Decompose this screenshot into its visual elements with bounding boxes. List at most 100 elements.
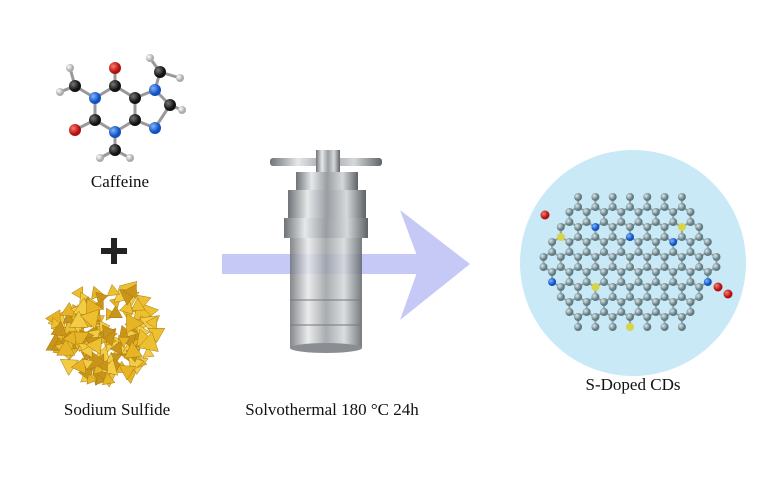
atom [56, 88, 64, 96]
atom [660, 203, 669, 211]
atom [686, 278, 695, 286]
atom [591, 323, 600, 331]
atom [677, 203, 686, 211]
atom [129, 92, 141, 104]
atom [565, 208, 574, 216]
atom [617, 218, 626, 226]
atom [608, 193, 617, 201]
atom [608, 223, 617, 231]
sodium-sulfide-crystals [45, 281, 166, 388]
atom [626, 253, 634, 261]
atom [582, 268, 591, 276]
atom [574, 263, 583, 271]
atom [582, 298, 591, 306]
atom [712, 253, 721, 261]
atom [643, 223, 652, 231]
atom [643, 193, 652, 201]
atom [69, 124, 81, 136]
atom [626, 283, 634, 291]
atom [669, 298, 678, 306]
atom [643, 323, 652, 331]
caffeine-molecule [56, 54, 186, 162]
atom [669, 308, 678, 316]
atom [574, 193, 583, 201]
atom [660, 193, 669, 201]
atom [651, 218, 660, 226]
atom [608, 293, 617, 301]
atom [69, 80, 81, 92]
atom [686, 308, 695, 316]
atom [634, 208, 643, 216]
atom [66, 64, 74, 72]
atom [651, 298, 660, 306]
atom [695, 253, 704, 261]
atom [686, 208, 695, 216]
atom [556, 283, 565, 291]
atom [686, 238, 695, 246]
atom [660, 313, 669, 321]
atom [669, 248, 678, 256]
plus-icon [101, 238, 127, 264]
atom [600, 268, 608, 276]
atom [565, 238, 574, 246]
atom [669, 278, 678, 286]
atom [634, 248, 643, 256]
atom [660, 283, 669, 291]
atom [548, 238, 557, 246]
atom [96, 154, 104, 162]
caffeine-label: Caffeine [90, 172, 150, 191]
atom [129, 114, 141, 126]
atom [591, 193, 600, 201]
atom [591, 233, 600, 241]
autoclave-reactor [270, 150, 382, 353]
atom [574, 323, 583, 331]
atom [548, 278, 557, 286]
atom [574, 283, 583, 291]
atom [608, 203, 617, 211]
atom [149, 84, 161, 96]
atom [617, 238, 626, 246]
atom [677, 223, 686, 231]
atom [643, 283, 652, 291]
atom [651, 238, 660, 246]
atom [626, 263, 634, 271]
atom [643, 233, 652, 241]
s-doped-carbon-dot-structure [539, 193, 733, 331]
oxygen-atom [540, 210, 550, 220]
oxygen-atom [713, 282, 723, 292]
atom [660, 323, 669, 331]
product-label: S-Doped CDs [585, 375, 681, 394]
atom [686, 218, 695, 226]
atom [643, 263, 652, 271]
atom [574, 223, 583, 231]
atom [600, 218, 608, 226]
atom [634, 298, 643, 306]
atom [565, 278, 574, 286]
atom [643, 293, 652, 301]
atom [651, 308, 660, 316]
atom [643, 313, 652, 321]
atom [677, 323, 686, 331]
atom [703, 238, 712, 246]
atom [712, 263, 721, 271]
atom [176, 74, 184, 82]
atom [669, 208, 678, 216]
atom [556, 233, 565, 241]
atom [617, 308, 626, 316]
atom [686, 248, 695, 256]
conditions-label: Solvothermal 180 °C 24h [245, 400, 419, 419]
atom [643, 203, 652, 211]
atom [591, 313, 600, 321]
atom [651, 268, 660, 276]
atom [703, 268, 712, 276]
atom [600, 248, 608, 256]
atom [574, 233, 583, 241]
atom [539, 263, 548, 271]
atom [591, 203, 600, 211]
atom [626, 323, 634, 331]
atom [539, 253, 548, 261]
atom [600, 208, 608, 216]
atom [146, 54, 154, 62]
atom [608, 313, 617, 321]
